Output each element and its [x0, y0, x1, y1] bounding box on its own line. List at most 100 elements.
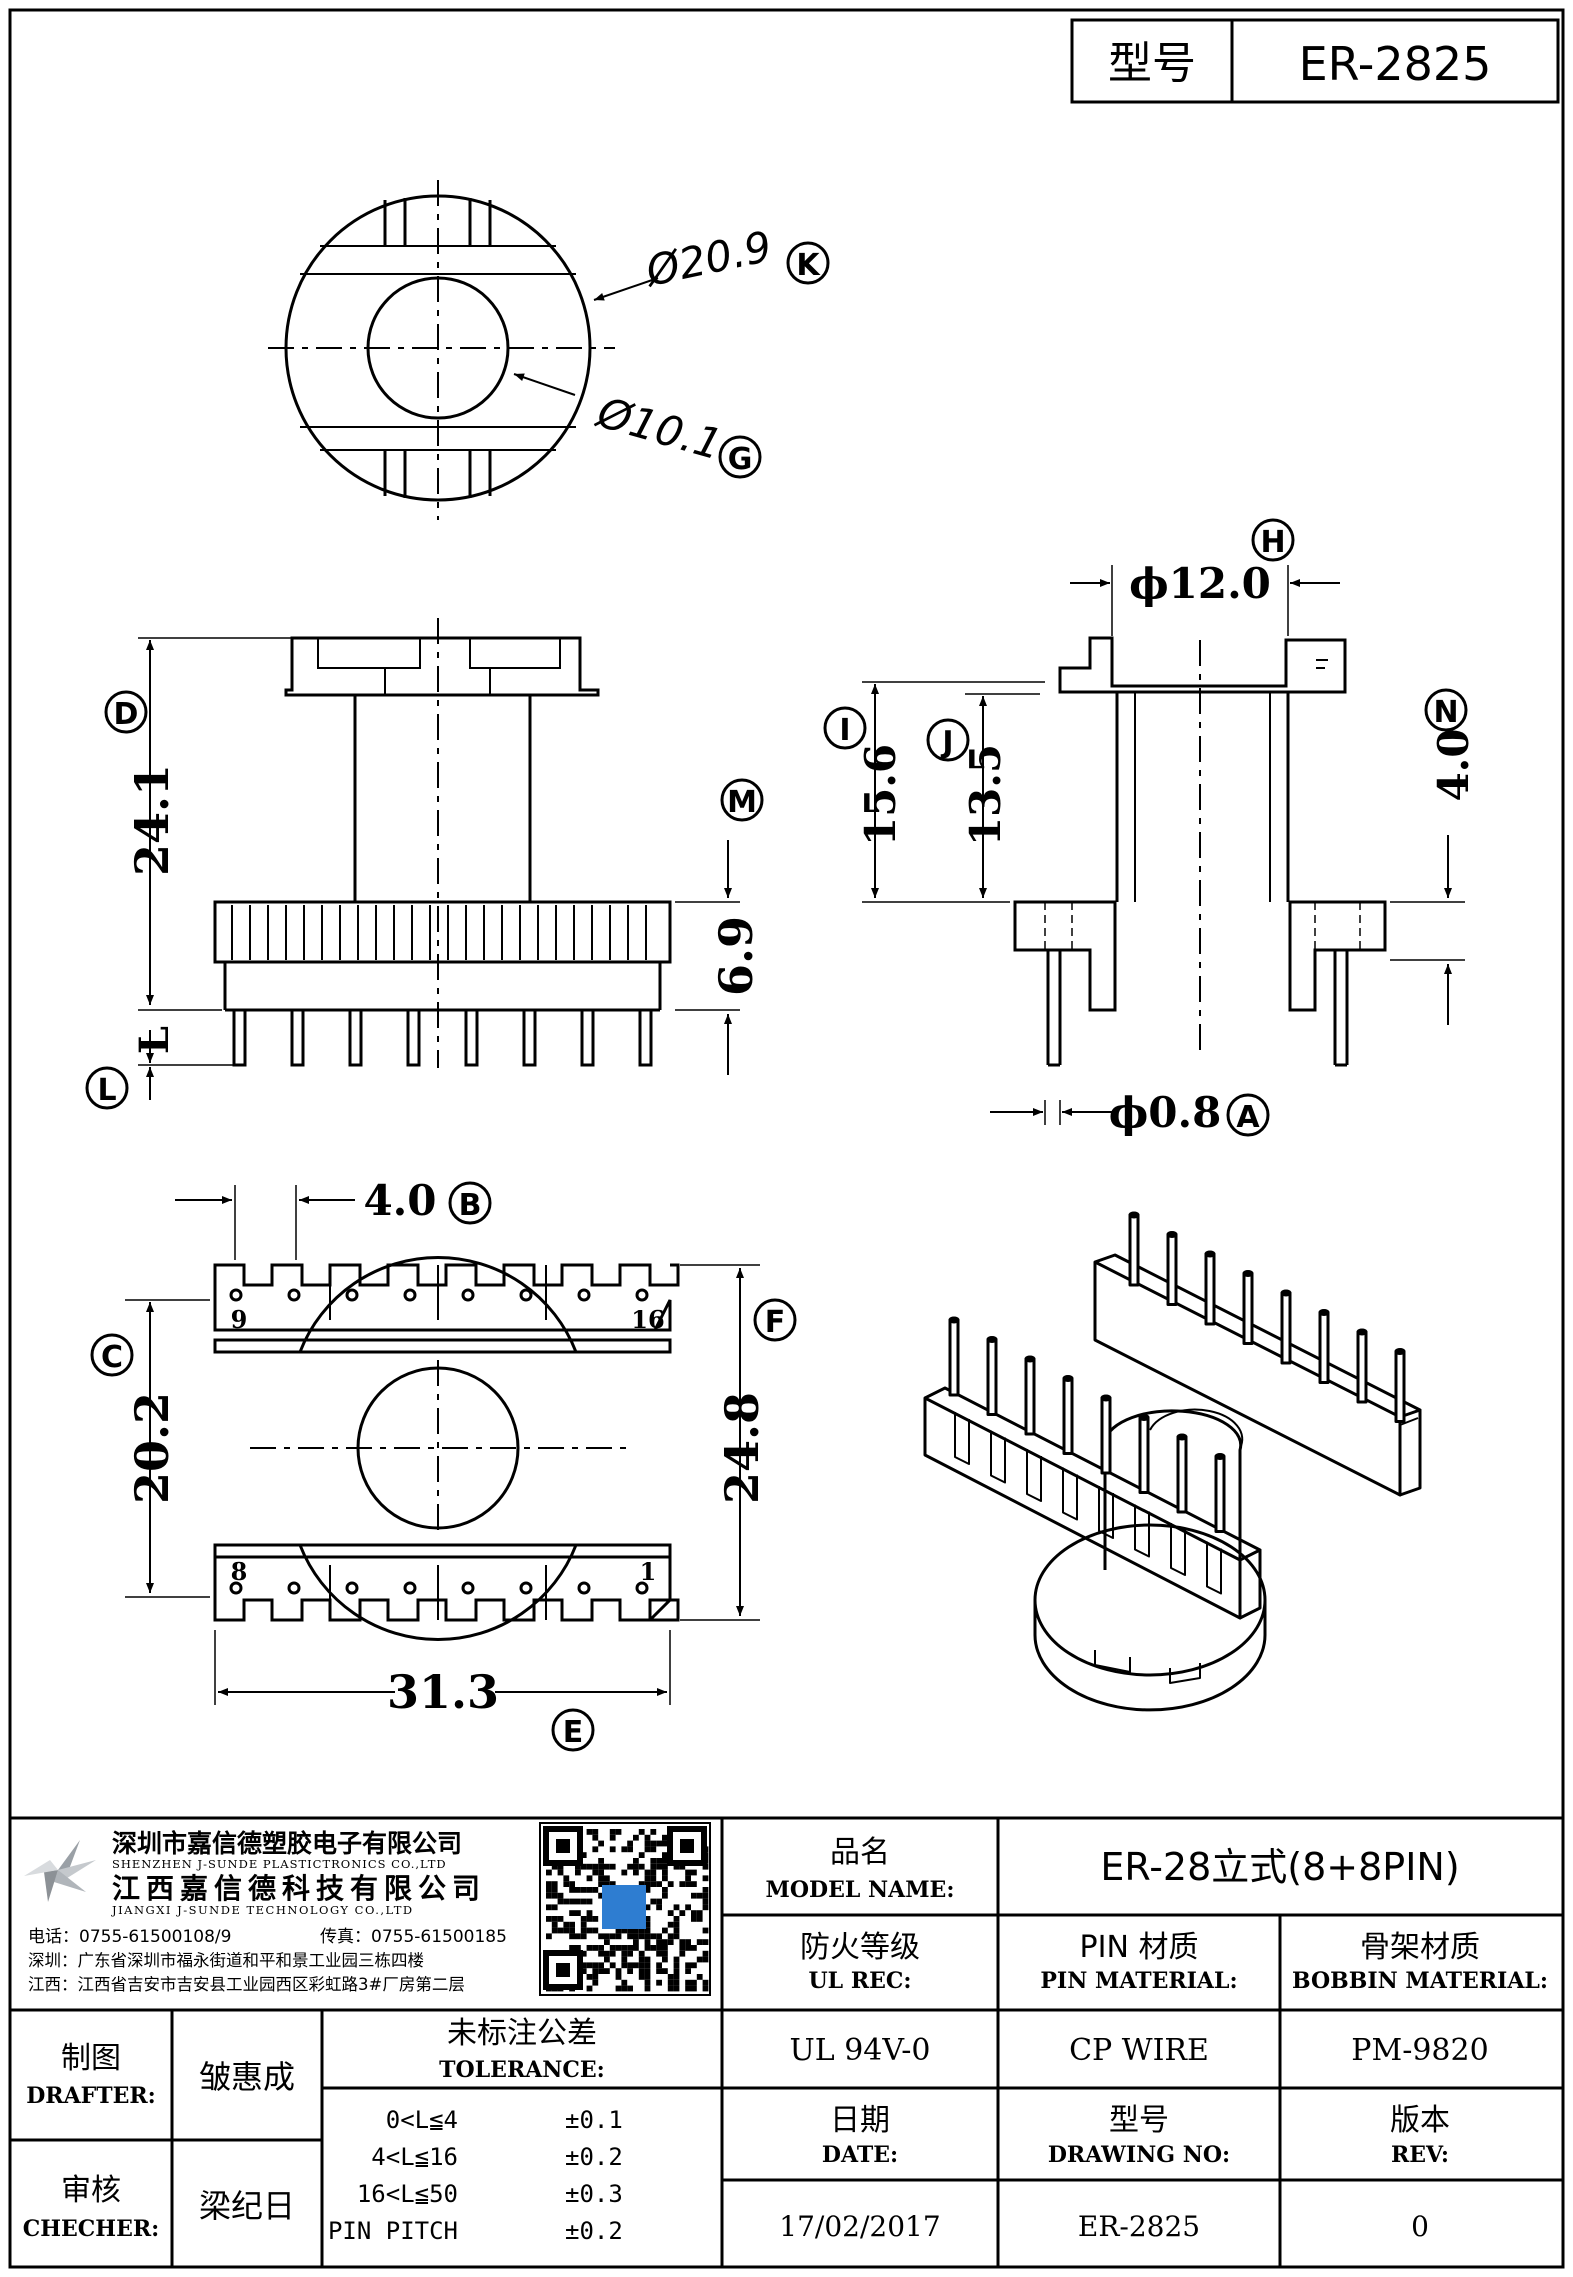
qr-cell [546, 1869, 552, 1876]
title-block-text: 品名 MODEL NAME: ER-28立式(8+8PIN) 防火等级 UL R… [23, 1835, 1548, 2245]
svg-text:H: H [1260, 525, 1285, 560]
qr-cell [702, 1956, 709, 1963]
pin-hole [461, 1288, 475, 1302]
qr-cell [685, 1904, 691, 1911]
qr-cell [592, 1916, 599, 1922]
checker-cn: 审核 [61, 2173, 121, 2208]
qr-cell [685, 1939, 691, 1945]
iso-pin-tip [948, 1316, 960, 1324]
qr-cell [621, 1950, 628, 1957]
qr-cell [650, 1881, 657, 1887]
qr-cell [598, 1875, 604, 1882]
model-name-cn: 品名 [830, 1835, 890, 1870]
qr-cell [592, 1927, 599, 1934]
qr-cell [621, 1956, 628, 1963]
qr-cell [644, 1962, 651, 1969]
qr-cell [685, 1968, 691, 1974]
drafter-cn: 制图 [61, 2041, 121, 2076]
callout-f: F [753, 1298, 797, 1342]
qr-cell [609, 1881, 616, 1887]
qr-cell [644, 1956, 651, 1963]
qr-cell [580, 1916, 587, 1922]
side-view [862, 565, 1465, 1125]
callout-d: D [104, 690, 148, 734]
qr-cell [667, 1881, 674, 1887]
qr-cell [621, 1979, 628, 1986]
tolerance-cn: 未标注公差 [447, 2016, 597, 2051]
rev-en: REV: [1391, 2142, 1449, 2168]
pin-material-cn: PIN 材质 [1080, 1930, 1199, 1965]
qr-cell [696, 1939, 703, 1945]
qr-cell [580, 1950, 587, 1957]
qr-cell [575, 1863, 581, 1870]
iso-pin-tip [1166, 1231, 1178, 1238]
iso-pin-tip [1242, 1270, 1254, 1277]
qr-cell [569, 1945, 575, 1951]
qr-cell [598, 1968, 604, 1974]
qr-cell [586, 1974, 593, 1980]
top-view [268, 180, 659, 520]
qr-cell [546, 1887, 552, 1893]
qr-cell [673, 1974, 680, 1980]
qr-cell [592, 1829, 599, 1835]
dim-c-width: 20.2 [125, 1392, 179, 1504]
qr-cell [615, 1985, 622, 1992]
qr-cell [592, 1834, 599, 1841]
pin-hole [403, 1581, 417, 1595]
iso-slot [1134, 1504, 1150, 1558]
pin-8-label: 8 [231, 1557, 248, 1586]
model-name-value: ER-28立式(8+8PIN) [1100, 1845, 1459, 1889]
qr-cell [662, 1852, 668, 1858]
tolerance-value: ±0.1 [565, 2106, 623, 2134]
pin-hole [519, 1581, 533, 1595]
dim-g-dia: Ø10.1 [590, 387, 727, 470]
qr-cell [656, 1979, 662, 1986]
dim-h-dia: ϕ12.0 [1129, 559, 1271, 608]
iso-pin-tip [1176, 1433, 1188, 1441]
qr-cell [702, 1950, 709, 1957]
qr-cell [633, 1834, 639, 1841]
qr-cell [673, 1962, 680, 1969]
company-name-en-2: JIANGXI J-SUNDE TECHNOLOGY CO.,LTD [111, 1903, 414, 1917]
qr-cell [580, 1852, 587, 1858]
qr-cell [580, 1927, 587, 1934]
iso-pin [1024, 1357, 1036, 1436]
iso-pin [948, 1318, 960, 1397]
rev-cn: 版本 [1390, 2103, 1450, 2138]
header-box: 型号 ER-2825 [1070, 18, 1560, 104]
qr-cell [604, 1968, 610, 1974]
qr-cell [627, 1985, 633, 1992]
qr-cell [621, 1985, 628, 1992]
qr-code [539, 1822, 711, 1996]
qr-cell [563, 1927, 570, 1934]
qr-cell [615, 1933, 622, 1940]
qr-cell [563, 1898, 570, 1905]
front-view-pin [406, 1008, 421, 1067]
qr-cell [656, 1939, 662, 1945]
title-block [10, 1816, 1563, 2267]
qr-cell [644, 1834, 651, 1841]
pin-hole [345, 1288, 359, 1302]
iso-slot [954, 1412, 970, 1465]
svg-text:F: F [765, 1305, 786, 1340]
qr-cell [557, 1898, 564, 1905]
qr-cell [604, 1863, 610, 1870]
qr-cell [563, 1881, 570, 1887]
qr-cell [592, 1846, 599, 1853]
iso-pin-tip [1318, 1309, 1330, 1316]
iso-pin [1138, 1416, 1150, 1494]
qr-cell [627, 1846, 633, 1853]
tolerance-range: PIN PITCH [328, 2217, 458, 2245]
tolerance-range: 0<L≦4 [386, 2106, 458, 2134]
qr-cell [691, 1985, 697, 1992]
dim-f-width: 24.8 [715, 1392, 769, 1504]
pin-hole [345, 1581, 359, 1595]
qr-cell [609, 1863, 616, 1870]
iso-pin-tip [1062, 1375, 1074, 1382]
qr-cell [691, 1881, 697, 1887]
qr-cell [656, 1858, 662, 1864]
qr-cell [592, 1863, 599, 1870]
svg-text:B: B [459, 1188, 482, 1223]
qr-cell [569, 1910, 575, 1916]
qr-finder-center [556, 1963, 570, 1977]
